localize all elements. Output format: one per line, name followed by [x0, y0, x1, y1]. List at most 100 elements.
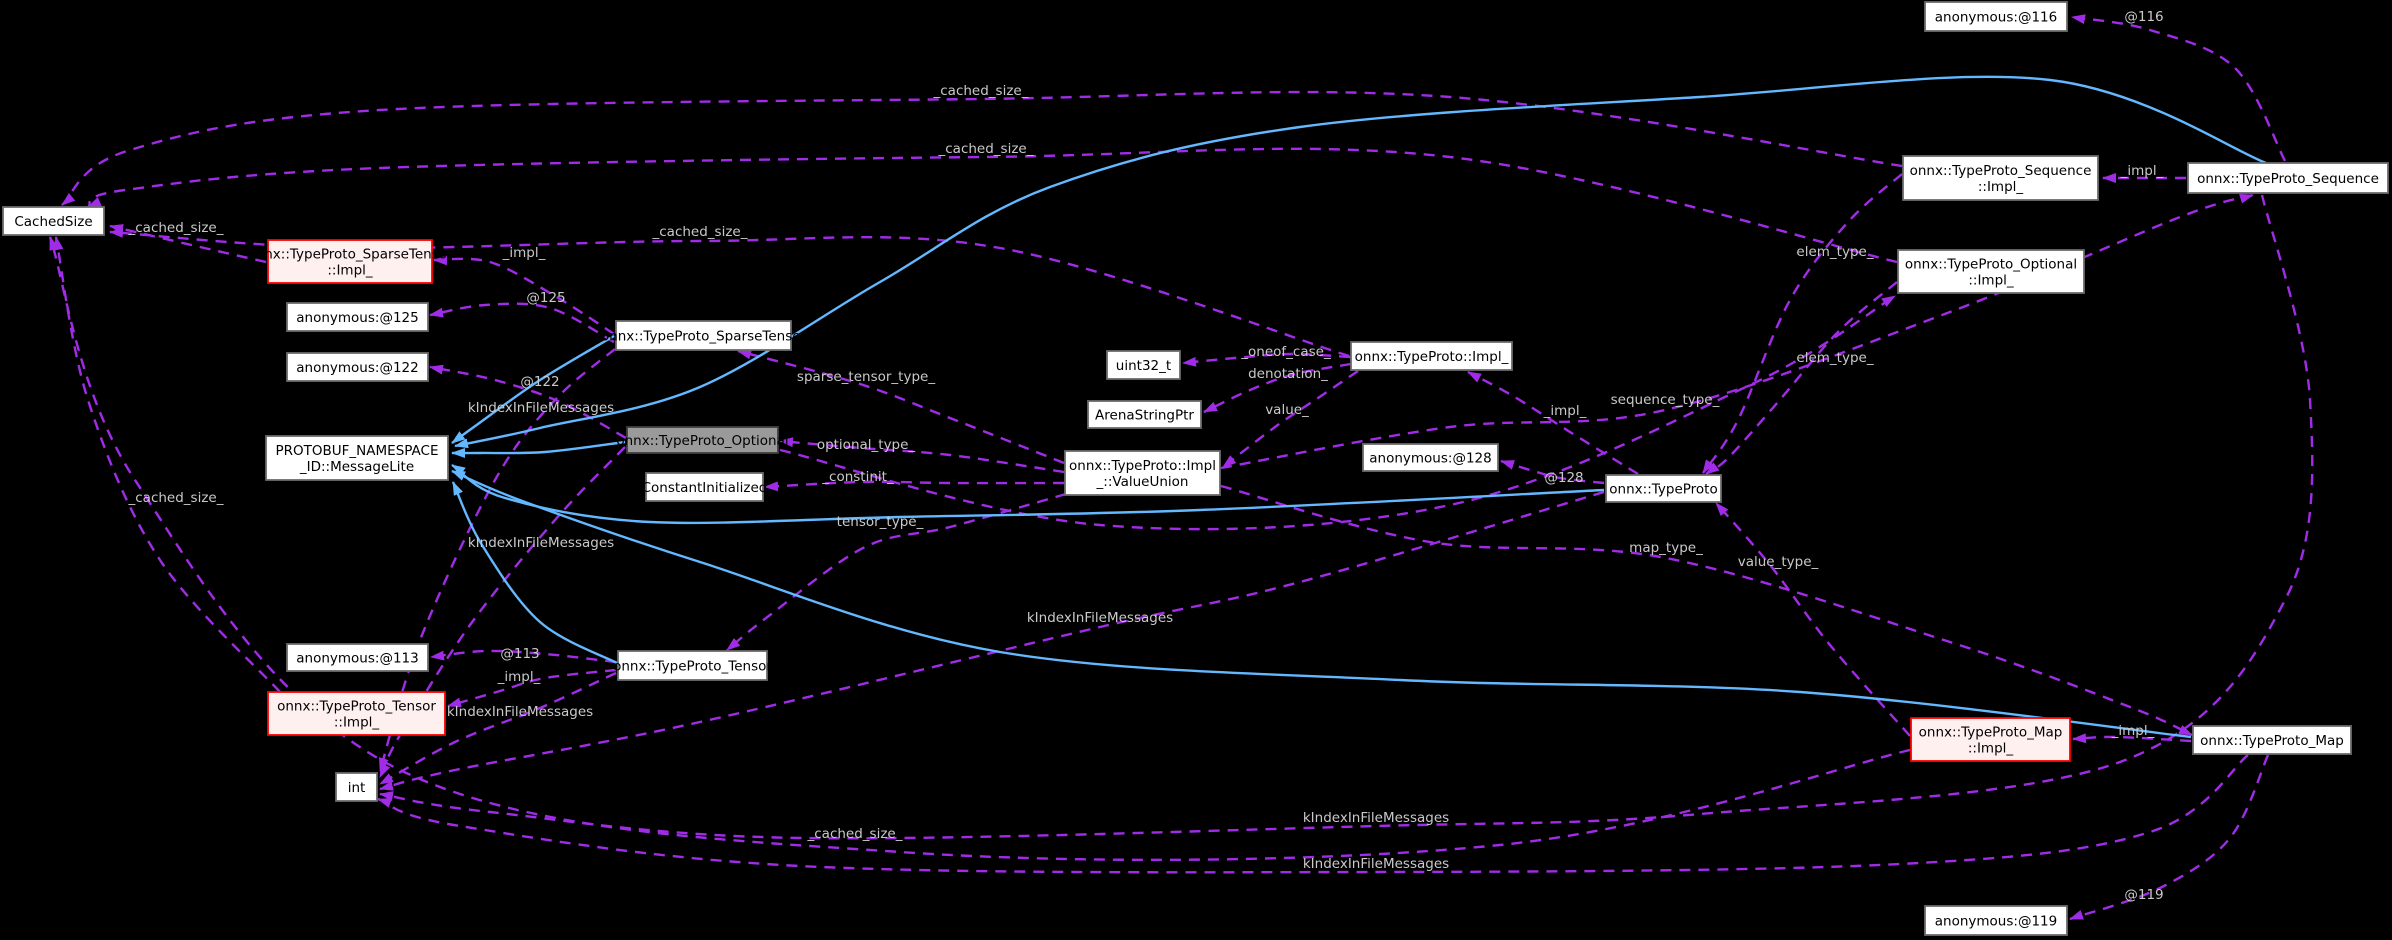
node-label-anon125: anonymous:@125: [296, 310, 418, 326]
edge-optional-to-int: [378, 446, 626, 778]
edge-optional-to-anon122: [429, 364, 627, 440]
node-box-optional[interactable]: [626, 426, 779, 454]
node-anon113[interactable]: anonymous:@113: [286, 643, 429, 672]
node-box-sequence[interactable]: [2187, 162, 2389, 194]
edge-tensor-impl-to-cachedsize: [53, 236, 281, 693]
node-label-optional: onnx::TypeProto_Optional: [616, 433, 788, 449]
edge-map-to-messagelite: [451, 469, 2192, 739]
edge-label-impl: _impl_: [2111, 723, 2155, 739]
node-typeproto-impl[interactable]: onnx::TypeProto::Impl_: [1350, 341, 1513, 371]
edge-label-122: @122: [520, 374, 559, 390]
edge-map-impl-to-cachedsize: [48, 236, 1911, 862]
edge-valueunion-to-map: [1220, 484, 2193, 737]
edge-label-value: value_: [1265, 402, 1309, 418]
node-uint32[interactable]: uint32_t: [1106, 350, 1181, 380]
node-optional[interactable]: onnx::TypeProto_Optional: [616, 426, 789, 454]
edge-label-elem-type: elem_type_: [1796, 244, 1873, 260]
node-anon119[interactable]: anonymous:@119: [1924, 905, 2068, 936]
node-box-constantinitialized[interactable]: [645, 472, 764, 502]
node-sequence-impl[interactable]: onnx::TypeProto_Sequence::Impl_: [1902, 155, 2099, 201]
node-box-anon125[interactable]: [286, 302, 429, 332]
node-sequence[interactable]: onnx::TypeProto_Sequence: [2187, 162, 2389, 194]
edge-valueunion-to-optional: [779, 437, 1065, 474]
node-box-valueunion[interactable]: [1064, 450, 1221, 496]
edge-label-value-type: value_type_: [1738, 554, 1819, 570]
node-box-anon122[interactable]: [286, 352, 429, 382]
node-anon125[interactable]: anonymous:@125: [286, 302, 429, 332]
node-messagelite[interactable]: PROTOBUF_NAMESPACE_ID::MessageLite: [265, 435, 449, 481]
node-box-anon128[interactable]: [1362, 443, 1499, 472]
edge-valueunion-to-sequence: [1220, 193, 2254, 470]
edge-typeproto-impl-to-uint32: [1182, 352, 1351, 367]
node-label-map-impl-line1: onnx::TypeProto_Map: [1919, 725, 2063, 741]
node-label-sparsetensor: onnx::TypeProto_SparseTensor: [601, 329, 807, 345]
node-label-anon113: anonymous:@113: [296, 651, 418, 667]
node-box-sequence-impl[interactable]: [1902, 155, 2099, 201]
node-map[interactable]: onnx::TypeProto_Map: [2192, 725, 2352, 755]
node-box-tensor-impl[interactable]: [267, 691, 446, 736]
node-box-map-impl[interactable]: [1910, 717, 2071, 762]
node-label-uint32: uint32_t: [1116, 358, 1171, 374]
node-label-map-impl-line2: ::Impl_: [1968, 741, 2014, 757]
node-int[interactable]: int: [335, 772, 378, 802]
edge-typeproto-impl-to-valueunion: [1222, 370, 1359, 468]
node-box-tensor[interactable]: [617, 650, 768, 681]
node-valueunion[interactable]: onnx::TypeProto::Impl_::ValueUnion: [1064, 450, 1221, 496]
node-arenastringptr[interactable]: ArenaStringPtr: [1087, 400, 1202, 429]
edge-tensor-to-tensor-impl: [447, 668, 617, 708]
node-anon122[interactable]: anonymous:@122: [286, 352, 429, 382]
node-box-sparsetensor-impl[interactable]: [267, 239, 433, 284]
node-box-anon113[interactable]: [286, 643, 429, 672]
node-box-arenastringptr[interactable]: [1087, 400, 1202, 429]
node-label-valueunion-line1: onnx::TypeProto::Impl: [1069, 458, 1216, 474]
edge-label-cached-size: _cached_size_: [807, 826, 903, 842]
node-box-sparsetensor[interactable]: [615, 320, 792, 351]
node-box-cachedsize[interactable]: [2, 206, 105, 236]
node-box-map[interactable]: [2192, 725, 2352, 755]
edge-label-cached-size: _cached_size_: [652, 224, 748, 240]
node-label-sequence: onnx::TypeProto_Sequence: [2197, 171, 2379, 187]
node-map-impl[interactable]: onnx::TypeProto_Map::Impl_: [1910, 717, 2071, 762]
edge-typeproto-to-int: [379, 490, 1605, 791]
edge-map-to-int: [377, 754, 2249, 874]
edge-sparsetensor-to-int: [378, 348, 616, 772]
edge-label-impl: _impl_: [497, 669, 541, 685]
edge-label-kindexinfilemessages: kIndexInFileMessages: [1303, 810, 1449, 826]
node-label-tensor-impl-line1: onnx::TypeProto_Tensor: [277, 699, 436, 715]
node-anon116[interactable]: anonymous:@116: [1924, 1, 2068, 32]
node-label-tensor: onnx::TypeProto_Tensor: [613, 659, 772, 675]
node-label-arenastringptr: ArenaStringPtr: [1095, 408, 1194, 424]
node-box-int[interactable]: [335, 772, 378, 802]
node-label-valueunion-line2: _::ValueUnion: [1096, 474, 1189, 490]
node-box-typeproto[interactable]: [1605, 474, 1722, 503]
node-tensor[interactable]: onnx::TypeProto_Tensor: [613, 650, 772, 681]
node-constantinitialized[interactable]: ConstantInitialized: [642, 472, 768, 502]
edge-typeproto-impl-to-cachedsize: [109, 227, 1350, 358]
node-sparsetensor[interactable]: onnx::TypeProto_SparseTensor: [601, 320, 807, 351]
edge-label-map-type: map_type_: [1629, 540, 1703, 556]
edge-label-elem-type: elem_type_: [1796, 350, 1873, 366]
node-tensor-impl[interactable]: onnx::TypeProto_Tensor::Impl_: [267, 691, 446, 736]
node-box-anon116[interactable]: [1924, 1, 2068, 32]
edge-optional-impl-to-cachedsize: [87, 147, 1898, 264]
node-label-typeproto: onnx::TypeProto: [1609, 482, 1717, 498]
edge-sequence-to-messagelite: [454, 75, 2267, 449]
node-sparsetensor-impl[interactable]: onnx::TypeProto_SparseTensor::Impl_: [247, 239, 453, 284]
node-box-anon119[interactable]: [1924, 905, 2068, 936]
node-typeproto[interactable]: onnx::TypeProto: [1605, 474, 1722, 503]
node-optional-impl[interactable]: onnx::TypeProto_Optional::Impl_: [1897, 249, 2085, 294]
node-box-uint32[interactable]: [1106, 350, 1181, 380]
node-label-messagelite-line2: _ID::MessageLite: [299, 459, 414, 475]
edge-label-oneof-case: _oneof_case_: [1240, 344, 1331, 360]
node-cachedsize[interactable]: CachedSize: [2, 206, 105, 236]
edge-tensor-to-anon113: [430, 649, 617, 664]
node-anon128[interactable]: anonymous:@128: [1362, 443, 1499, 472]
node-box-optional-impl[interactable]: [1897, 249, 2085, 294]
edge-optional-to-optional-impl: [779, 294, 1896, 531]
edge-map-impl-to-typeproto: [1715, 502, 1911, 737]
node-box-messagelite[interactable]: [265, 435, 449, 481]
edge-label-tensor-type: tensor_type_: [837, 514, 924, 530]
node-box-typeproto-impl[interactable]: [1350, 341, 1513, 371]
